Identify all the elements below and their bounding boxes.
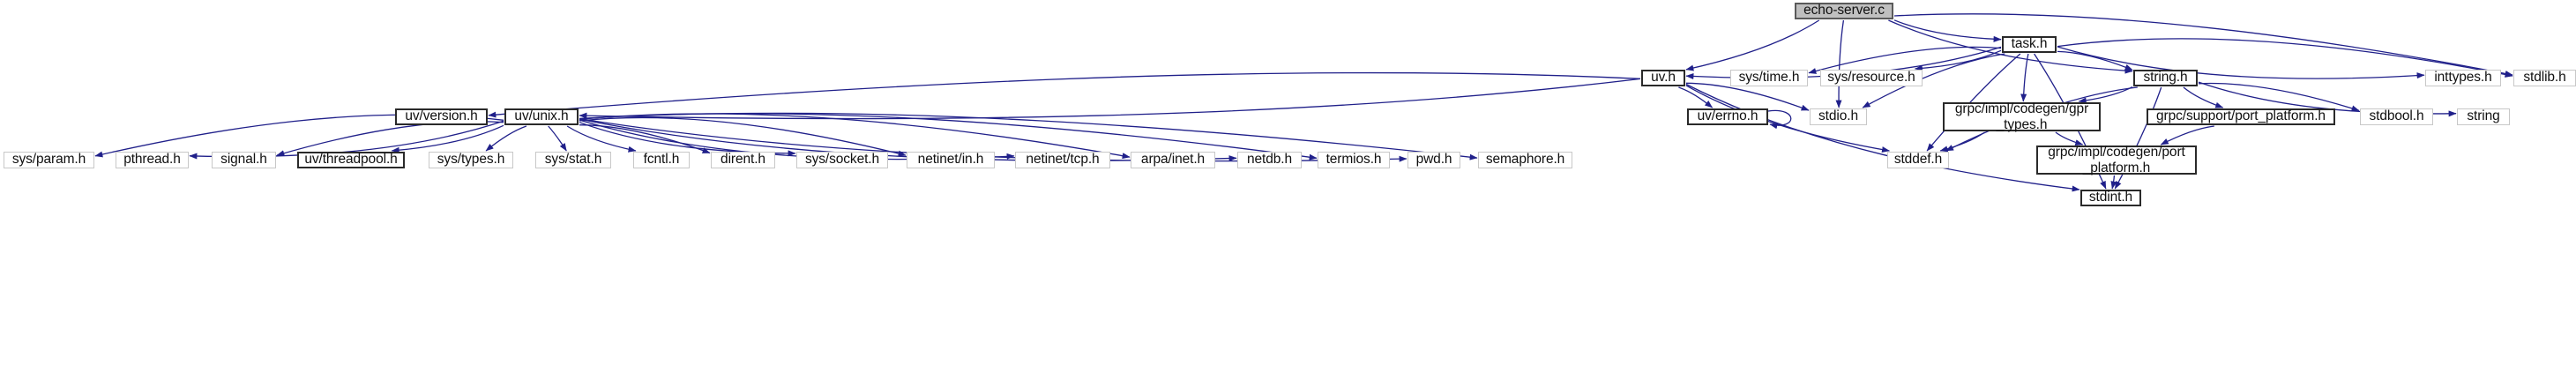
- graph-node-sys-resource-h[interactable]: sys/resource.h: [1820, 70, 1923, 86]
- graph-node-echo-server-c[interactable]: echo-server.c: [1795, 3, 1893, 19]
- graph-node-grpc-support-port-platform-h[interactable]: grpc/support/port_platform.h: [2147, 108, 2335, 125]
- graph-node-termios-h[interactable]: termios.h: [1318, 152, 1390, 168]
- graph-node-sys-socket-h[interactable]: sys/socket.h: [796, 152, 888, 168]
- graph-node-sys-param-h[interactable]: sys/param.h: [4, 152, 94, 168]
- graph-node-pthread-h[interactable]: pthread.h: [116, 152, 189, 168]
- graph-node-uv-threadpool-h[interactable]: uv/threadpool.h: [297, 152, 405, 168]
- graph-node-fcntl-h[interactable]: fcntl.h: [633, 152, 690, 168]
- graph-node-uv-unix-h[interactable]: uv/unix.h: [504, 108, 579, 125]
- graph-node-string[interactable]: string: [2457, 108, 2510, 125]
- graph-node-stdint-h[interactable]: stdint.h: [2080, 190, 2141, 206]
- graph-node-task-h[interactable]: task.h: [2002, 36, 2057, 53]
- graph-node-grpc-impl-codegen-port-platform-h[interactable]: grpc/impl/codegen/port _platform.h: [2036, 145, 2197, 175]
- graph-node-inttypes-h[interactable]: inttypes.h: [2425, 70, 2501, 86]
- graph-node-grpc-impl-codegen-gpr-types-h[interactable]: grpc/impl/codegen/gpr _types.h: [1943, 101, 2101, 132]
- graph-node-dirent-h[interactable]: dirent.h: [711, 152, 775, 168]
- graph-node-signal-h[interactable]: signal.h: [212, 152, 276, 168]
- graph-node-uv-errno-h[interactable]: uv/errno.h: [1687, 108, 1768, 125]
- graph-node-stdbool-h[interactable]: stdbool.h: [2360, 108, 2433, 125]
- graph-node-string-h[interactable]: string.h: [2133, 70, 2198, 86]
- graph-node-netdb-h[interactable]: netdb.h: [1237, 152, 1302, 168]
- graph-node-sys-time-h[interactable]: sys/time.h: [1730, 70, 1808, 86]
- graph-node-stdio-h[interactable]: stdio.h: [1810, 108, 1867, 125]
- graph-node-stddef-h[interactable]: stddef.h: [1887, 152, 1949, 168]
- graph-node-netinet-tcp-h[interactable]: netinet/tcp.h: [1015, 152, 1110, 168]
- graph-node-sys-types-h[interactable]: sys/types.h: [429, 152, 513, 168]
- graph-node-uv-h[interactable]: uv.h: [1641, 70, 1685, 86]
- graph-node-uv-version-h[interactable]: uv/version.h: [395, 108, 488, 125]
- graph-node-arpa-inet-h[interactable]: arpa/inet.h: [1131, 152, 1215, 168]
- graph-node-semaphore-h[interactable]: semaphore.h: [1478, 152, 1572, 168]
- graph-node-netinet-in-h[interactable]: netinet/in.h: [907, 152, 995, 168]
- graph-node-sys-stat-h[interactable]: sys/stat.h: [535, 152, 611, 168]
- graph-node-stdlib-h[interactable]: stdlib.h: [2513, 70, 2576, 86]
- graph-node-pwd-h[interactable]: pwd.h: [1407, 152, 1460, 168]
